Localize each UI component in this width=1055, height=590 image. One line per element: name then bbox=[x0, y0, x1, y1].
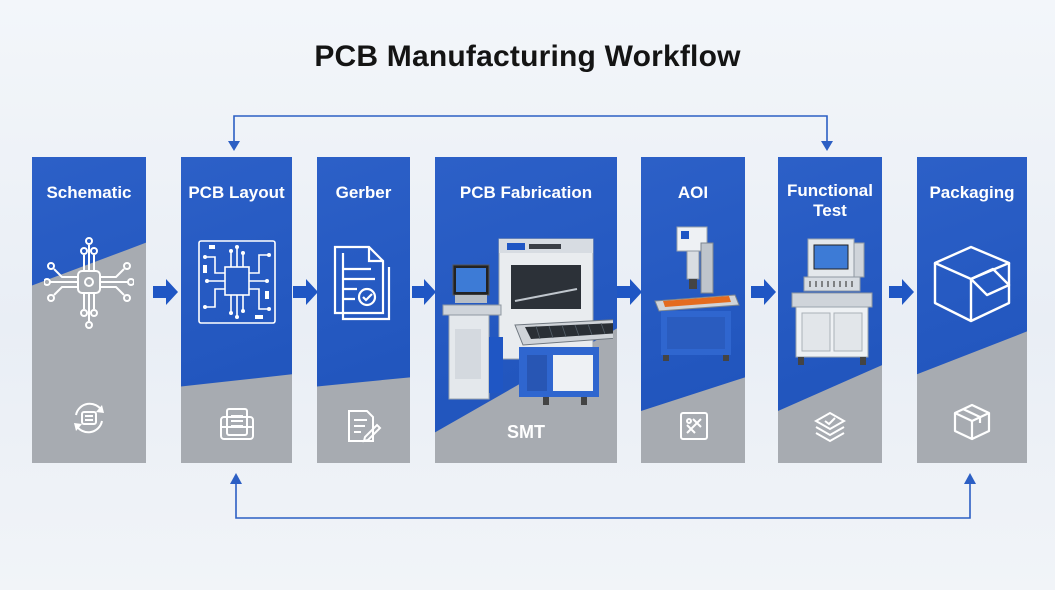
stage-arrow-4 bbox=[617, 279, 642, 305]
top-loop-arrow-right bbox=[821, 141, 833, 151]
stage-label: Gerber bbox=[335, 183, 392, 202]
page-title: PCB Manufacturing Workflow bbox=[314, 40, 741, 73]
stage-arrow-5 bbox=[751, 279, 776, 305]
stage-label: PCB Layout bbox=[188, 183, 285, 202]
bottom-loop-arrow-left bbox=[230, 473, 242, 484]
stage-arrow-2 bbox=[293, 279, 318, 305]
stage-label: Packaging bbox=[929, 183, 1015, 202]
layers-icon bbox=[813, 411, 847, 443]
cycle-gear-icon bbox=[74, 402, 104, 434]
stage-label: AOI bbox=[677, 183, 709, 202]
test-station-icon bbox=[791, 238, 873, 365]
stage-arrow-1 bbox=[153, 279, 178, 305]
top-loop-arrow-left bbox=[228, 141, 240, 151]
stage-card-gerber: Gerber bbox=[317, 157, 410, 463]
bottom-loop-line bbox=[235, 480, 971, 519]
aoi-machine-icon bbox=[654, 226, 740, 361]
stage-card-functional-test: Functional Test bbox=[778, 157, 882, 463]
circuit-schematic-icon bbox=[44, 237, 134, 329]
stage-label: PCB Fabrication bbox=[459, 183, 593, 202]
pcb-layout-icon bbox=[198, 240, 276, 324]
stage-label: Schematic bbox=[46, 183, 132, 202]
stage-sublabel-smt: SMT bbox=[507, 422, 545, 442]
stage-arrow-3 bbox=[412, 279, 436, 305]
stage-arrow-6 bbox=[889, 279, 914, 305]
gerber-file-icon bbox=[333, 245, 391, 321]
package-box-icon bbox=[933, 245, 1011, 323]
stage-card-aoi: AOI bbox=[641, 157, 745, 463]
document-stack-icon bbox=[220, 408, 254, 440]
stage-card-packaging: Packaging bbox=[917, 157, 1027, 463]
smt-machine-icon bbox=[442, 238, 613, 405]
stage-card-pcb-fabrication: PCB Fabrication SMT bbox=[435, 157, 617, 463]
stage-card-pcb-layout: PCB Layout bbox=[181, 157, 292, 463]
top-loop-line bbox=[233, 115, 828, 146]
stage-card-schematic: Schematic bbox=[32, 157, 146, 463]
bottom-loop-arrow-right bbox=[964, 473, 976, 484]
inspection-chip-icon bbox=[680, 412, 708, 440]
stage-label: Functional Test bbox=[787, 181, 873, 220]
document-edit-icon bbox=[348, 410, 382, 443]
small-box-icon bbox=[953, 403, 991, 441]
